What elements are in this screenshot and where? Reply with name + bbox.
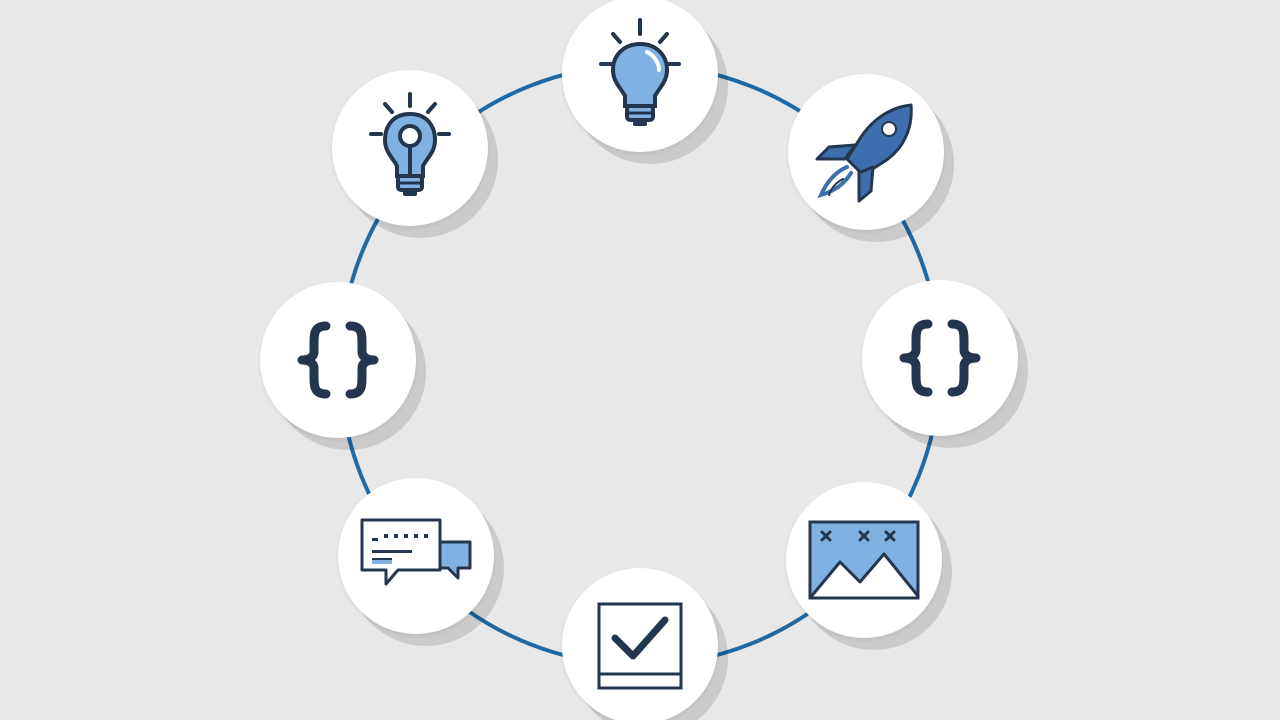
code-brackets-icon [297, 321, 379, 399]
node-rocket [788, 74, 944, 230]
node-code-left [260, 282, 416, 438]
code-brackets-icon [899, 319, 981, 397]
node-checkbox [562, 568, 718, 720]
node-image [786, 482, 942, 638]
node-lightbulb-keyhole [332, 70, 488, 226]
node-code-right [862, 280, 1018, 436]
image-landscape-icon [808, 520, 920, 600]
checkbox-checked-icon [597, 602, 683, 690]
node-lightbulb [562, 0, 718, 152]
chat-bubbles-icon [360, 518, 472, 586]
node-chat [338, 478, 494, 634]
rocket-icon [815, 103, 913, 203]
lightbulb-keyhole-icon [369, 92, 451, 196]
lightbulb-icon [599, 18, 681, 126]
